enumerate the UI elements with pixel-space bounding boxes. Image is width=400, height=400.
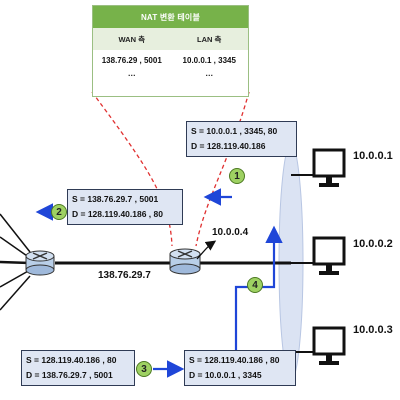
- packet-source: S = 128.119.40.186 , 80: [26, 355, 117, 365]
- packet-destination: D = 128.119.40.186: [191, 141, 266, 151]
- packet-destination: D = 138.76.29.7 , 5001: [26, 370, 113, 380]
- lan-column-header: LAN 측: [197, 34, 222, 44]
- wan-link-3: [0, 260, 31, 265]
- table-row: 138.76.29 , 5001 10.0.0.1 , 3345: [93, 56, 248, 65]
- table-row: … …: [93, 69, 248, 78]
- wan-link-5: [0, 275, 31, 311]
- step-marker-1: 1: [229, 168, 245, 184]
- wan-link-1: [0, 213, 31, 253]
- packet-source: S = 138.76.29.7 , 5001: [72, 194, 159, 204]
- host-ip-label: 10.0.0.1: [353, 150, 393, 162]
- packet-source: S = 10.0.0.1 , 3345, 80: [191, 126, 278, 136]
- host-monitor-icon: [312, 326, 346, 365]
- nat-translation-table: NAT 변환 테이블 WAN 측 LAN 측 138.76.29 , 5001 …: [92, 5, 249, 97]
- wan-cell: 138.76.29 , 5001: [101, 56, 162, 65]
- packet-box-step2: S = 138.76.29.7 , 5001 D = 128.119.40.18…: [67, 189, 183, 225]
- router-wan-ip-label: 138.76.29.7: [98, 270, 151, 281]
- nat-table-title: NAT 변환 테이블: [93, 6, 248, 28]
- wan-cell: …: [127, 69, 136, 78]
- lan-cell: 10.0.0.1 , 3345: [182, 56, 236, 65]
- packet-destination: D = 10.0.0.1 , 3345: [189, 370, 262, 380]
- nat-router-icon: [169, 248, 201, 275]
- step-marker-2: 2: [51, 204, 67, 220]
- packet-box-step4: S = 128.119.40.186 , 80 D = 10.0.0.1 , 3…: [184, 350, 296, 386]
- host-monitor-icon: [312, 148, 346, 187]
- wan-column-header: WAN 측: [118, 34, 145, 44]
- host-monitor-icon: [312, 236, 346, 275]
- host-ip-label: 10.0.0.2: [353, 238, 393, 250]
- packet-source: S = 128.119.40.186 , 80: [189, 355, 280, 365]
- router-lan-ip-label: 10.0.0.4: [212, 227, 249, 238]
- lan-interface-arrow: [196, 240, 217, 260]
- packet-box-step3: S = 128.119.40.186 , 80 D = 138.76.29.7 …: [21, 350, 135, 386]
- lan-cell: …: [205, 69, 214, 78]
- wan-link-4: [0, 269, 31, 288]
- nat-callout-line-left: [91, 91, 173, 247]
- wan-link-2: [0, 236, 31, 259]
- step-marker-4: 4: [247, 277, 263, 293]
- step-marker-3: 3: [136, 361, 152, 377]
- internet-router-icon: [25, 250, 55, 276]
- nat-callout-line-right: [195, 91, 250, 247]
- host-ip-label: 10.0.0.3: [353, 324, 393, 336]
- packet-box-step1: S = 10.0.0.1 , 3345, 80 D = 128.119.40.1…: [186, 121, 297, 157]
- nat-table-header: WAN 측 LAN 측: [93, 28, 248, 50]
- packet-destination: D = 128.119.40.186 , 80: [72, 209, 163, 219]
